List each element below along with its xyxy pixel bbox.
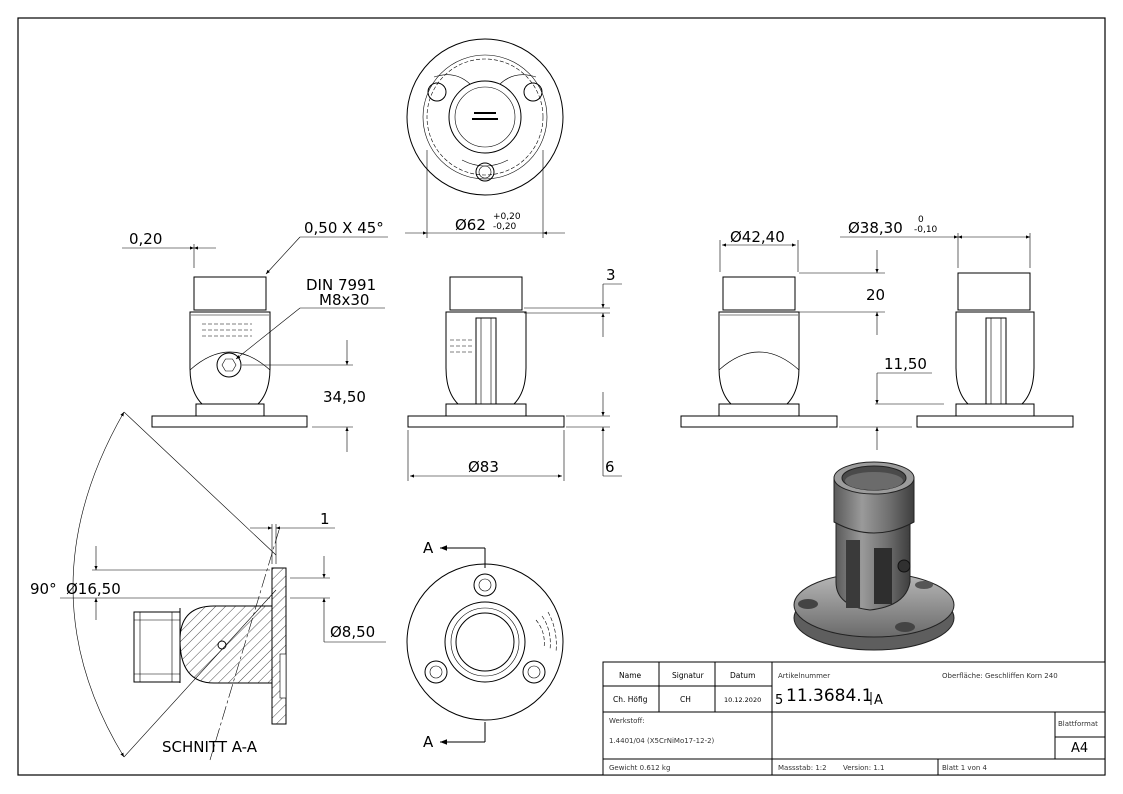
dim-6: 6 bbox=[605, 458, 615, 476]
tb-blattformat: A4 bbox=[1071, 741, 1088, 756]
sheet-frame bbox=[17, 17, 1106, 776]
front-view-left: 0,20 0,50 X 45° DIN 7991 M8x30 34,50 bbox=[122, 219, 388, 452]
dim-angle: 90° bbox=[30, 580, 57, 598]
dim-d62-tol-lower: -0,20 bbox=[493, 222, 517, 232]
tb-artikel-prefix: 5 bbox=[775, 693, 783, 708]
tb-werkstoff: 1.4401/04 (X5CrNiMo17-12-2) bbox=[609, 737, 715, 745]
tb-datum: 10.12.2020 bbox=[724, 696, 761, 704]
dim-d38-30-tol-lower: -0,10 bbox=[914, 225, 938, 235]
isometric-view bbox=[793, 461, 955, 651]
screw-label: M8x30 bbox=[319, 291, 369, 309]
front-view-center: 3 6 Ø83 bbox=[407, 266, 622, 481]
din-label: DIN 7991 bbox=[306, 276, 376, 294]
tb-col-signatur: Signatur bbox=[672, 671, 705, 680]
tb-signatur: CH bbox=[680, 695, 691, 704]
tb-gewicht: Gewicht 0.612 kg bbox=[609, 764, 670, 772]
tb-version: Version: 1.1 bbox=[843, 764, 884, 772]
top-view: Ø62 +0,20 -0,20 bbox=[405, 38, 565, 238]
dim-34-50: 34,50 bbox=[323, 388, 366, 406]
title-block: Name Signatur Datum Ch. Höfig CH 10.12.2… bbox=[602, 661, 1106, 776]
tb-artikel-label: Artikelnummer bbox=[778, 672, 830, 680]
dim-gap: 0,20 bbox=[129, 230, 162, 248]
dim-chamfer: 0,50 X 45° bbox=[304, 219, 384, 237]
dim-20: 20 bbox=[866, 286, 885, 304]
dim-d62: Ø62 bbox=[455, 216, 486, 234]
dim-d38-30: Ø38,30 bbox=[848, 219, 903, 237]
dim-d62-tol-upper: +0,20 bbox=[493, 212, 521, 222]
tb-artikel-suffix: A bbox=[874, 693, 883, 708]
tb-col-name: Name bbox=[619, 671, 642, 680]
dim-d83: Ø83 bbox=[468, 458, 499, 476]
dim-3: 3 bbox=[606, 266, 616, 284]
dim-11-50: 11,50 bbox=[884, 355, 927, 373]
tb-werkstoff-label: Werkstoff: bbox=[609, 717, 645, 725]
tb-artikel-number: 11.3684.1 bbox=[786, 686, 873, 706]
tb-oberflaeche: Oberfläche: Geschliffen Korn 240 bbox=[942, 672, 1058, 680]
tb-name: Ch. Höfig bbox=[613, 695, 648, 704]
section-marker-a-top: A bbox=[423, 539, 434, 557]
tb-blatt: Blatt 1 von 4 bbox=[942, 764, 988, 772]
tb-col-datum: Datum bbox=[730, 671, 755, 680]
tb-massstab: Massstab: 1:2 bbox=[778, 764, 827, 772]
dim-d42-40: Ø42,40 bbox=[730, 228, 785, 246]
section-a-a: 90° 1 Ø16,50 Ø8,50 SCHNITT A-A bbox=[30, 411, 386, 761]
section-caption: SCHNITT A-A bbox=[162, 738, 258, 756]
front-view-right: Ø38,30 0 -0,10 bbox=[840, 215, 1074, 428]
front-view-right-center: Ø42,40 20 11,50 bbox=[680, 228, 944, 450]
dim-d16-50: Ø16,50 bbox=[66, 580, 121, 598]
dim-d38-30-tol-upper: 0 bbox=[918, 215, 924, 225]
tb-blattformat-label: Blattformat bbox=[1058, 720, 1098, 728]
dim-1: 1 bbox=[320, 510, 330, 528]
dim-d8-50: Ø8,50 bbox=[330, 623, 375, 641]
section-marker-a-bottom: A bbox=[423, 733, 434, 751]
bottom-view: A A bbox=[406, 539, 564, 751]
